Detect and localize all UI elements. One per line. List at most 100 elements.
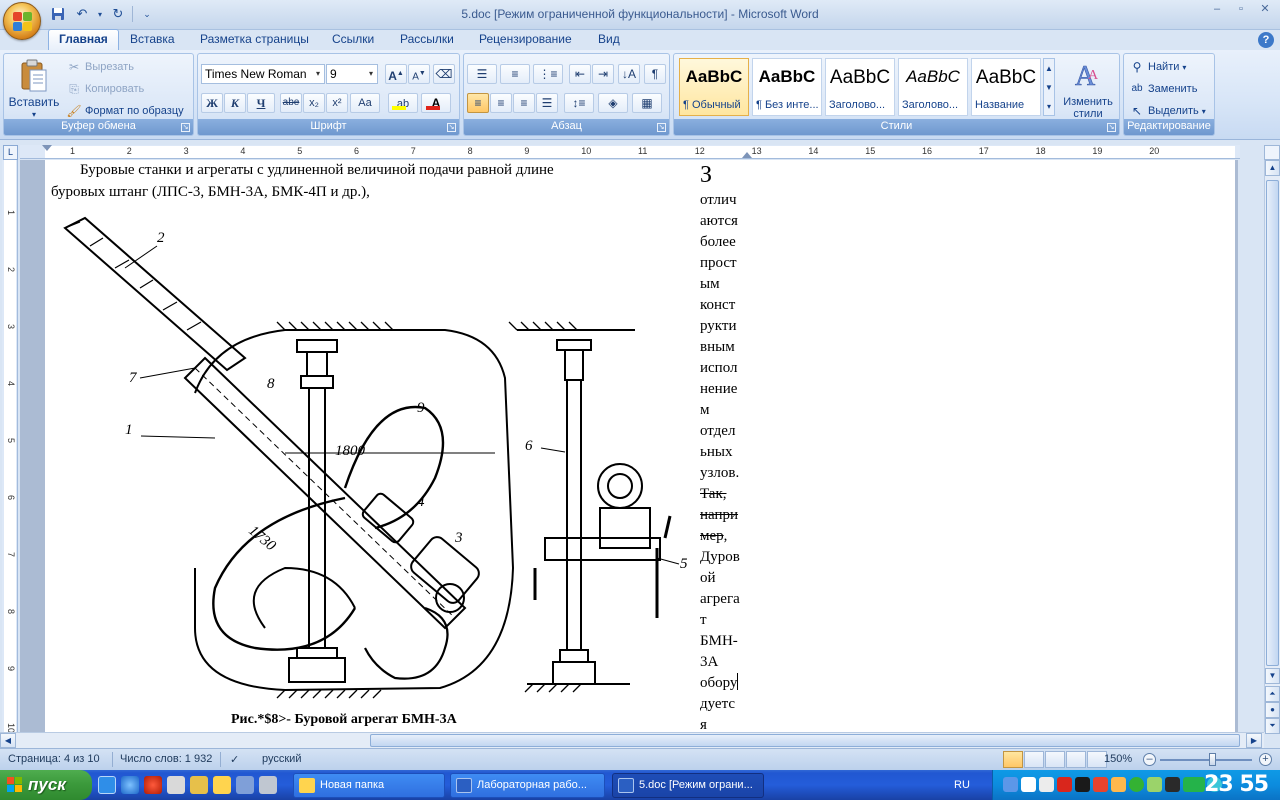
line-spacing-icon[interactable]: ↕≡ [564, 93, 594, 113]
scroll-left-icon[interactable]: ◀ [0, 733, 16, 748]
show-marks-icon[interactable]: ¶ [644, 64, 666, 84]
media-player-icon[interactable] [167, 776, 185, 794]
vertical-scrollbar[interactable]: ▲ ▼ ⏶ ● ⏷ [1264, 160, 1280, 734]
tray-speaker-icon[interactable] [1165, 777, 1180, 792]
task-lab-work[interactable]: Лабораторная рабо... [450, 773, 605, 798]
font-size-combo[interactable]: 9 ▾ [326, 64, 378, 84]
folder-quicklaunch-icon[interactable] [213, 776, 231, 794]
language-indicator[interactable]: русский [262, 753, 302, 765]
tab-references[interactable]: Ссылки [332, 32, 375, 46]
tray-network-icon[interactable] [1003, 777, 1018, 792]
ie-icon[interactable] [121, 776, 139, 794]
next-page-icon[interactable]: ⏷ [1265, 718, 1280, 734]
clear-format-icon[interactable]: ⌫ [433, 64, 455, 84]
increase-indent-icon[interactable]: ⇥ [592, 64, 614, 84]
browse-object-icon[interactable]: ● [1265, 702, 1280, 718]
document-area[interactable]: Буровые станки и агрегаты с удлиненной в… [20, 160, 1238, 733]
style-heading-2[interactable]: AaBbC Заголово... [898, 58, 968, 116]
close-icon[interactable]: ✕ [1260, 3, 1270, 15]
bold-button[interactable]: Ж [201, 93, 223, 113]
task-word-5doc[interactable]: 5.doc [Режим ограни... [612, 773, 764, 798]
view-ruler-icon[interactable] [1264, 145, 1280, 160]
shrink-font-button[interactable]: A▼ [408, 64, 430, 84]
align-left-icon[interactable]: ≡ [467, 93, 489, 113]
proofing-icon[interactable]: ✓ [230, 754, 240, 766]
underline-button[interactable]: Ч [247, 93, 275, 113]
tab-home[interactable]: Главная [48, 29, 119, 51]
font-family-combo[interactable]: Times New Roman ▾ [201, 64, 325, 84]
tray-battery-icon[interactable] [1183, 777, 1205, 792]
tray-leaf-icon[interactable] [1147, 777, 1162, 792]
scroll-right-icon[interactable]: ▶ [1246, 733, 1262, 748]
scroll-up-icon[interactable]: ▲ [1265, 160, 1280, 176]
undo-dropdown-icon[interactable]: ▾ [97, 9, 102, 19]
tab-insert[interactable]: Вставка [130, 32, 175, 46]
vertical-scroll-thumb[interactable] [1266, 180, 1279, 666]
tray-update-icon[interactable] [1129, 777, 1144, 792]
style-heading-1[interactable]: AaBbC Заголово... [825, 58, 895, 116]
subscript-button[interactable]: x₂ [303, 93, 325, 113]
dialog-launcher-icon[interactable]: ↘ [181, 123, 190, 132]
dialog-launcher-icon[interactable]: ↘ [447, 123, 456, 132]
utility-quicklaunch-icon[interactable] [259, 776, 277, 794]
office-button[interactable] [3, 2, 41, 40]
print-layout-view-icon[interactable] [1003, 751, 1023, 768]
styles-scroll[interactable]: ▲▼▾ [1043, 58, 1055, 116]
shading-icon[interactable]: ◈ [598, 93, 628, 113]
tray-alert-icon[interactable] [1093, 777, 1108, 792]
restore-icon[interactable]: ▫ [1239, 3, 1243, 15]
indent-marker-icon[interactable] [42, 145, 52, 151]
format-painter-button[interactable]: 🖌 Формат по образцу [66, 104, 184, 118]
minimize-icon[interactable]: – [1213, 3, 1221, 15]
borders-icon[interactable]: ▦ [632, 93, 662, 113]
dialog-launcher-icon[interactable]: ↘ [1107, 123, 1116, 132]
web-layout-view-icon[interactable] [1045, 751, 1065, 768]
select-button[interactable]: ↖Выделить▾ [1129, 103, 1206, 119]
app-quicklaunch-icon[interactable] [190, 776, 208, 794]
full-screen-view-icon[interactable] [1024, 751, 1044, 768]
superscript-button[interactable]: x² [326, 93, 348, 113]
start-button[interactable]: пуск [0, 770, 92, 800]
scroll-down-icon[interactable]: ▼ [1265, 668, 1280, 684]
align-center-icon[interactable]: ≡ [490, 93, 512, 113]
keyboard-language[interactable]: RU [954, 779, 970, 791]
page-count[interactable]: Страница: 4 из 10 [8, 753, 100, 765]
copy-button[interactable]: ⎘ Копировать [66, 81, 144, 97]
strikethrough-button[interactable]: abe [280, 93, 302, 113]
tab-review[interactable]: Рецензирование [479, 32, 572, 46]
tray-app-icon[interactable] [1021, 777, 1036, 792]
justify-icon[interactable]: ☰ [536, 93, 558, 113]
multilevel-list-icon[interactable]: ⋮≡ [533, 64, 563, 84]
style-title[interactable]: AaBbC Название [971, 58, 1041, 116]
help-icon[interactable]: ? [1258, 32, 1274, 48]
numbering-icon[interactable]: ≡ [500, 64, 530, 84]
style-normal[interactable]: AaBbC ¶ Обычный [679, 58, 749, 116]
sort-icon[interactable]: ↓A [618, 64, 640, 84]
tray-monitor-icon[interactable] [1075, 777, 1090, 792]
tray-antivirus-icon[interactable] [1057, 777, 1072, 792]
italic-button[interactable]: К [224, 93, 246, 113]
style-no-spacing[interactable]: AaBbC ¶ Без инте... [752, 58, 822, 116]
tab-mailings[interactable]: Рассылки [400, 32, 454, 46]
font-color-icon[interactable]: A [421, 93, 451, 113]
explorer-quicklaunch-icon[interactable] [236, 776, 254, 794]
word-count[interactable]: Число слов: 1 932 [120, 753, 213, 765]
document-page[interactable]: Буровые станки и агрегаты с удлиненной в… [45, 160, 1235, 733]
tray-sync-icon[interactable] [1207, 777, 1222, 792]
zoom-out-icon[interactable]: – [1143, 753, 1156, 766]
decrease-indent-icon[interactable]: ⇤ [569, 64, 591, 84]
tray-tool-icon[interactable] [1111, 777, 1126, 792]
zoom-in-icon[interactable]: + [1259, 753, 1272, 766]
chevron-down-icon[interactable]: ▾ [368, 69, 373, 78]
save-icon[interactable] [48, 4, 68, 24]
tab-view[interactable]: Вид [598, 32, 620, 46]
find-button[interactable]: ⚲Найти▾ [1129, 59, 1187, 75]
tab-selector-button[interactable]: L [3, 145, 18, 160]
zoom-slider[interactable] [1160, 759, 1252, 761]
draft-view-icon[interactable] [1087, 751, 1107, 768]
paste-button[interactable]: Вставить ▾ [8, 56, 60, 120]
tab-page-layout[interactable]: Разметка страницы [200, 32, 309, 46]
undo-icon[interactable]: ↶ [76, 6, 88, 21]
grow-font-button[interactable]: A▲ [385, 64, 407, 84]
